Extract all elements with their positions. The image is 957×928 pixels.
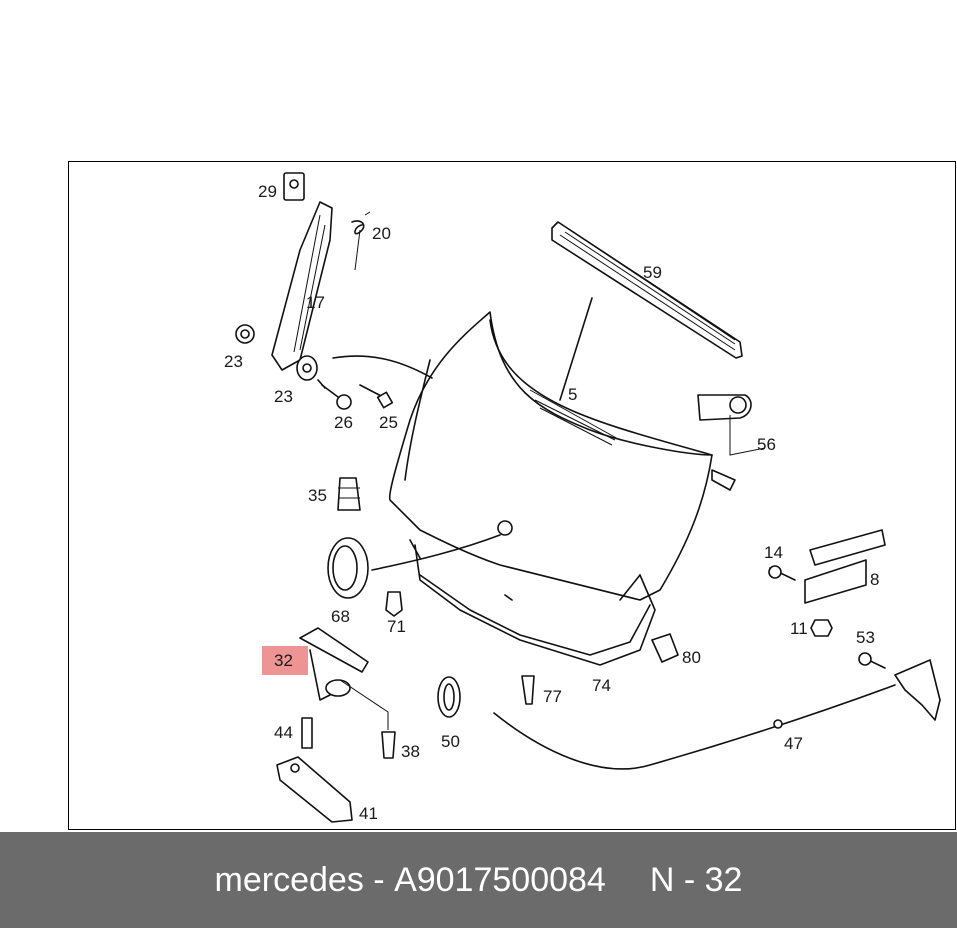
label-25: 25 [379, 413, 398, 432]
label-11: 11 [790, 619, 808, 638]
grommet-23a [235, 324, 255, 344]
bolt-44 [301, 717, 313, 749]
buffer-35 [337, 477, 361, 511]
footer-part-number: A9017500084 [394, 860, 606, 899]
label-29: 29 [258, 182, 277, 201]
emblem-68 [327, 520, 513, 599]
label-41: 41 [359, 804, 378, 823]
label-26: 26 [334, 413, 353, 432]
footer-brand: mercedes [214, 860, 364, 899]
label-80: 80 [682, 648, 701, 667]
clip-71 [385, 591, 403, 617]
bracket-41 [276, 756, 353, 823]
release-cable-47 [493, 659, 941, 770]
spring-20 [351, 211, 371, 271]
arrow-23-to-hood [332, 355, 433, 379]
nut-11 [810, 619, 833, 637]
label-14: 14 [764, 543, 783, 562]
latch-32 [299, 627, 369, 701]
grommet-50 [437, 676, 461, 718]
label-74: 74 [592, 676, 611, 695]
grille-59 [551, 221, 743, 359]
seal-56 [697, 394, 752, 491]
label-44: 44 [274, 723, 293, 742]
label-71: 71 [387, 617, 406, 636]
label-53: 53 [856, 628, 875, 647]
footer-separator: - [373, 860, 385, 899]
bolt-38 [381, 731, 396, 759]
label-59: 59 [643, 263, 662, 282]
strut-17 [271, 201, 333, 371]
arrow-59-to-hood [559, 297, 593, 401]
label-23b: 23 [274, 387, 293, 406]
highlight-box-32 [262, 646, 308, 675]
label-17: 17 [306, 293, 325, 312]
footer-bar: mercedes - A9017500084 N - 32 [0, 832, 957, 928]
bolt-26 [317, 379, 352, 410]
hood-panel [388, 311, 713, 666]
label-56: 56 [757, 435, 776, 454]
clip-77 [521, 675, 535, 705]
leader-38 [339, 679, 389, 730]
label-8: 8 [870, 570, 879, 589]
clip-29 [283, 172, 305, 201]
label-38: 38 [401, 742, 420, 761]
label-68: 68 [331, 607, 350, 626]
label-5: 5 [568, 385, 577, 404]
label-23a: 23 [224, 352, 243, 371]
label-50: 50 [441, 732, 460, 751]
holder-80 [651, 633, 679, 663]
hinge-8 [804, 529, 886, 604]
arrow-68-to-hood [371, 534, 501, 571]
label-32: 32 [274, 651, 293, 670]
leader-56 [729, 415, 766, 456]
label-35: 35 [308, 486, 327, 505]
footer-position-label: N - 32 [649, 860, 743, 899]
washer-23b [296, 355, 318, 381]
label-77: 77 [543, 687, 562, 706]
label-20: 20 [372, 224, 391, 243]
pin-25 [359, 384, 394, 409]
diagram-frame [68, 161, 956, 830]
label-47: 47 [784, 734, 803, 753]
